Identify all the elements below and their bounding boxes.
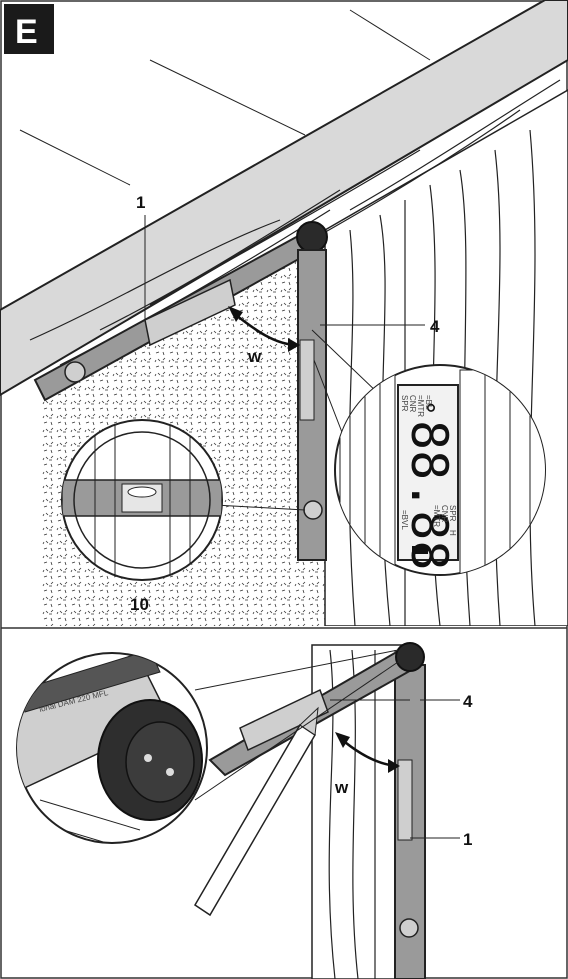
lcd-mode-3: =MTR <box>416 395 425 417</box>
lcd-mode-9: =BVL <box>400 510 409 530</box>
top-panel: 88.88 ° SPR CNR =MTR =BL SPR H CNR =MTR … <box>0 0 568 626</box>
bubble-vial <box>127 486 157 498</box>
lcd-reading: 88.88 <box>400 420 458 571</box>
hinge-knob <box>296 221 328 253</box>
label-top-bubble: 10 <box>130 595 149 614</box>
label-bottom-angle: w <box>334 778 349 797</box>
figure-badge-letter: E <box>15 13 38 51</box>
label-bottom-device: 1 <box>463 830 472 849</box>
figure-badge <box>4 4 54 54</box>
label-top-angle: w <box>247 347 262 366</box>
bottom-panel: ional DAM 220 MFL <box>16 642 460 979</box>
label-bottom-display: 4 <box>463 692 473 711</box>
lcd-mode-5: SPR <box>448 505 457 522</box>
lcd-mode-7: CNR <box>440 505 449 523</box>
lcd-screen <box>397 384 459 561</box>
label-top-display: 4 <box>430 317 440 336</box>
label-top-device: 1 <box>136 193 145 212</box>
bottom-hinge-knob <box>395 642 425 672</box>
lcd-mode-4: =BL <box>424 395 433 410</box>
lcd-mode-6: H <box>448 530 457 536</box>
lcd-degree: ° <box>409 400 439 416</box>
lcd-mode-8: =MTR <box>432 505 441 527</box>
lcd-mode-1: SPR <box>400 395 409 412</box>
lcd-mode-2: CNR <box>408 395 417 413</box>
rafter-beam <box>0 0 568 397</box>
